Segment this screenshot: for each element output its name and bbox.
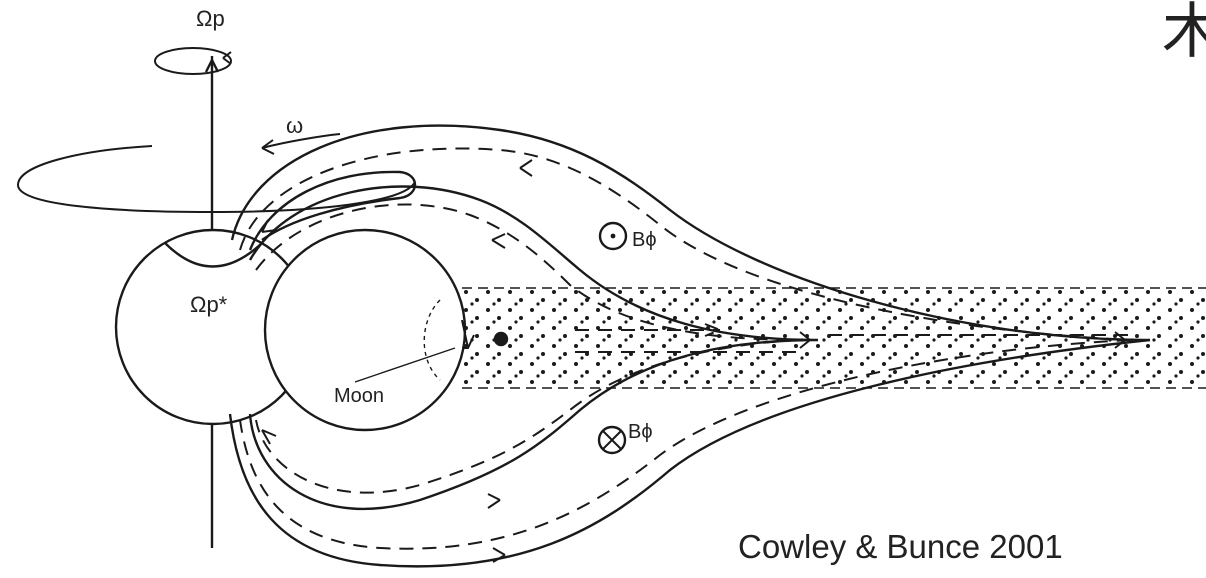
omega-p-star-label: Ωp* (190, 292, 228, 317)
omega-ellipse (18, 146, 415, 212)
b-phi-out-label: Bϕ (632, 229, 657, 251)
moon-body (495, 333, 507, 345)
b-phi-in-label: Bϕ (628, 421, 653, 443)
b-phi-in-symbol (599, 427, 625, 453)
citation: Cowley & Bunce 2001 (738, 528, 1063, 566)
b-phi-out-symbol (600, 223, 626, 249)
moon-label: Moon (334, 385, 384, 407)
omega-label: ω (286, 113, 303, 138)
omega-p-top-label: Ωp (196, 6, 225, 31)
